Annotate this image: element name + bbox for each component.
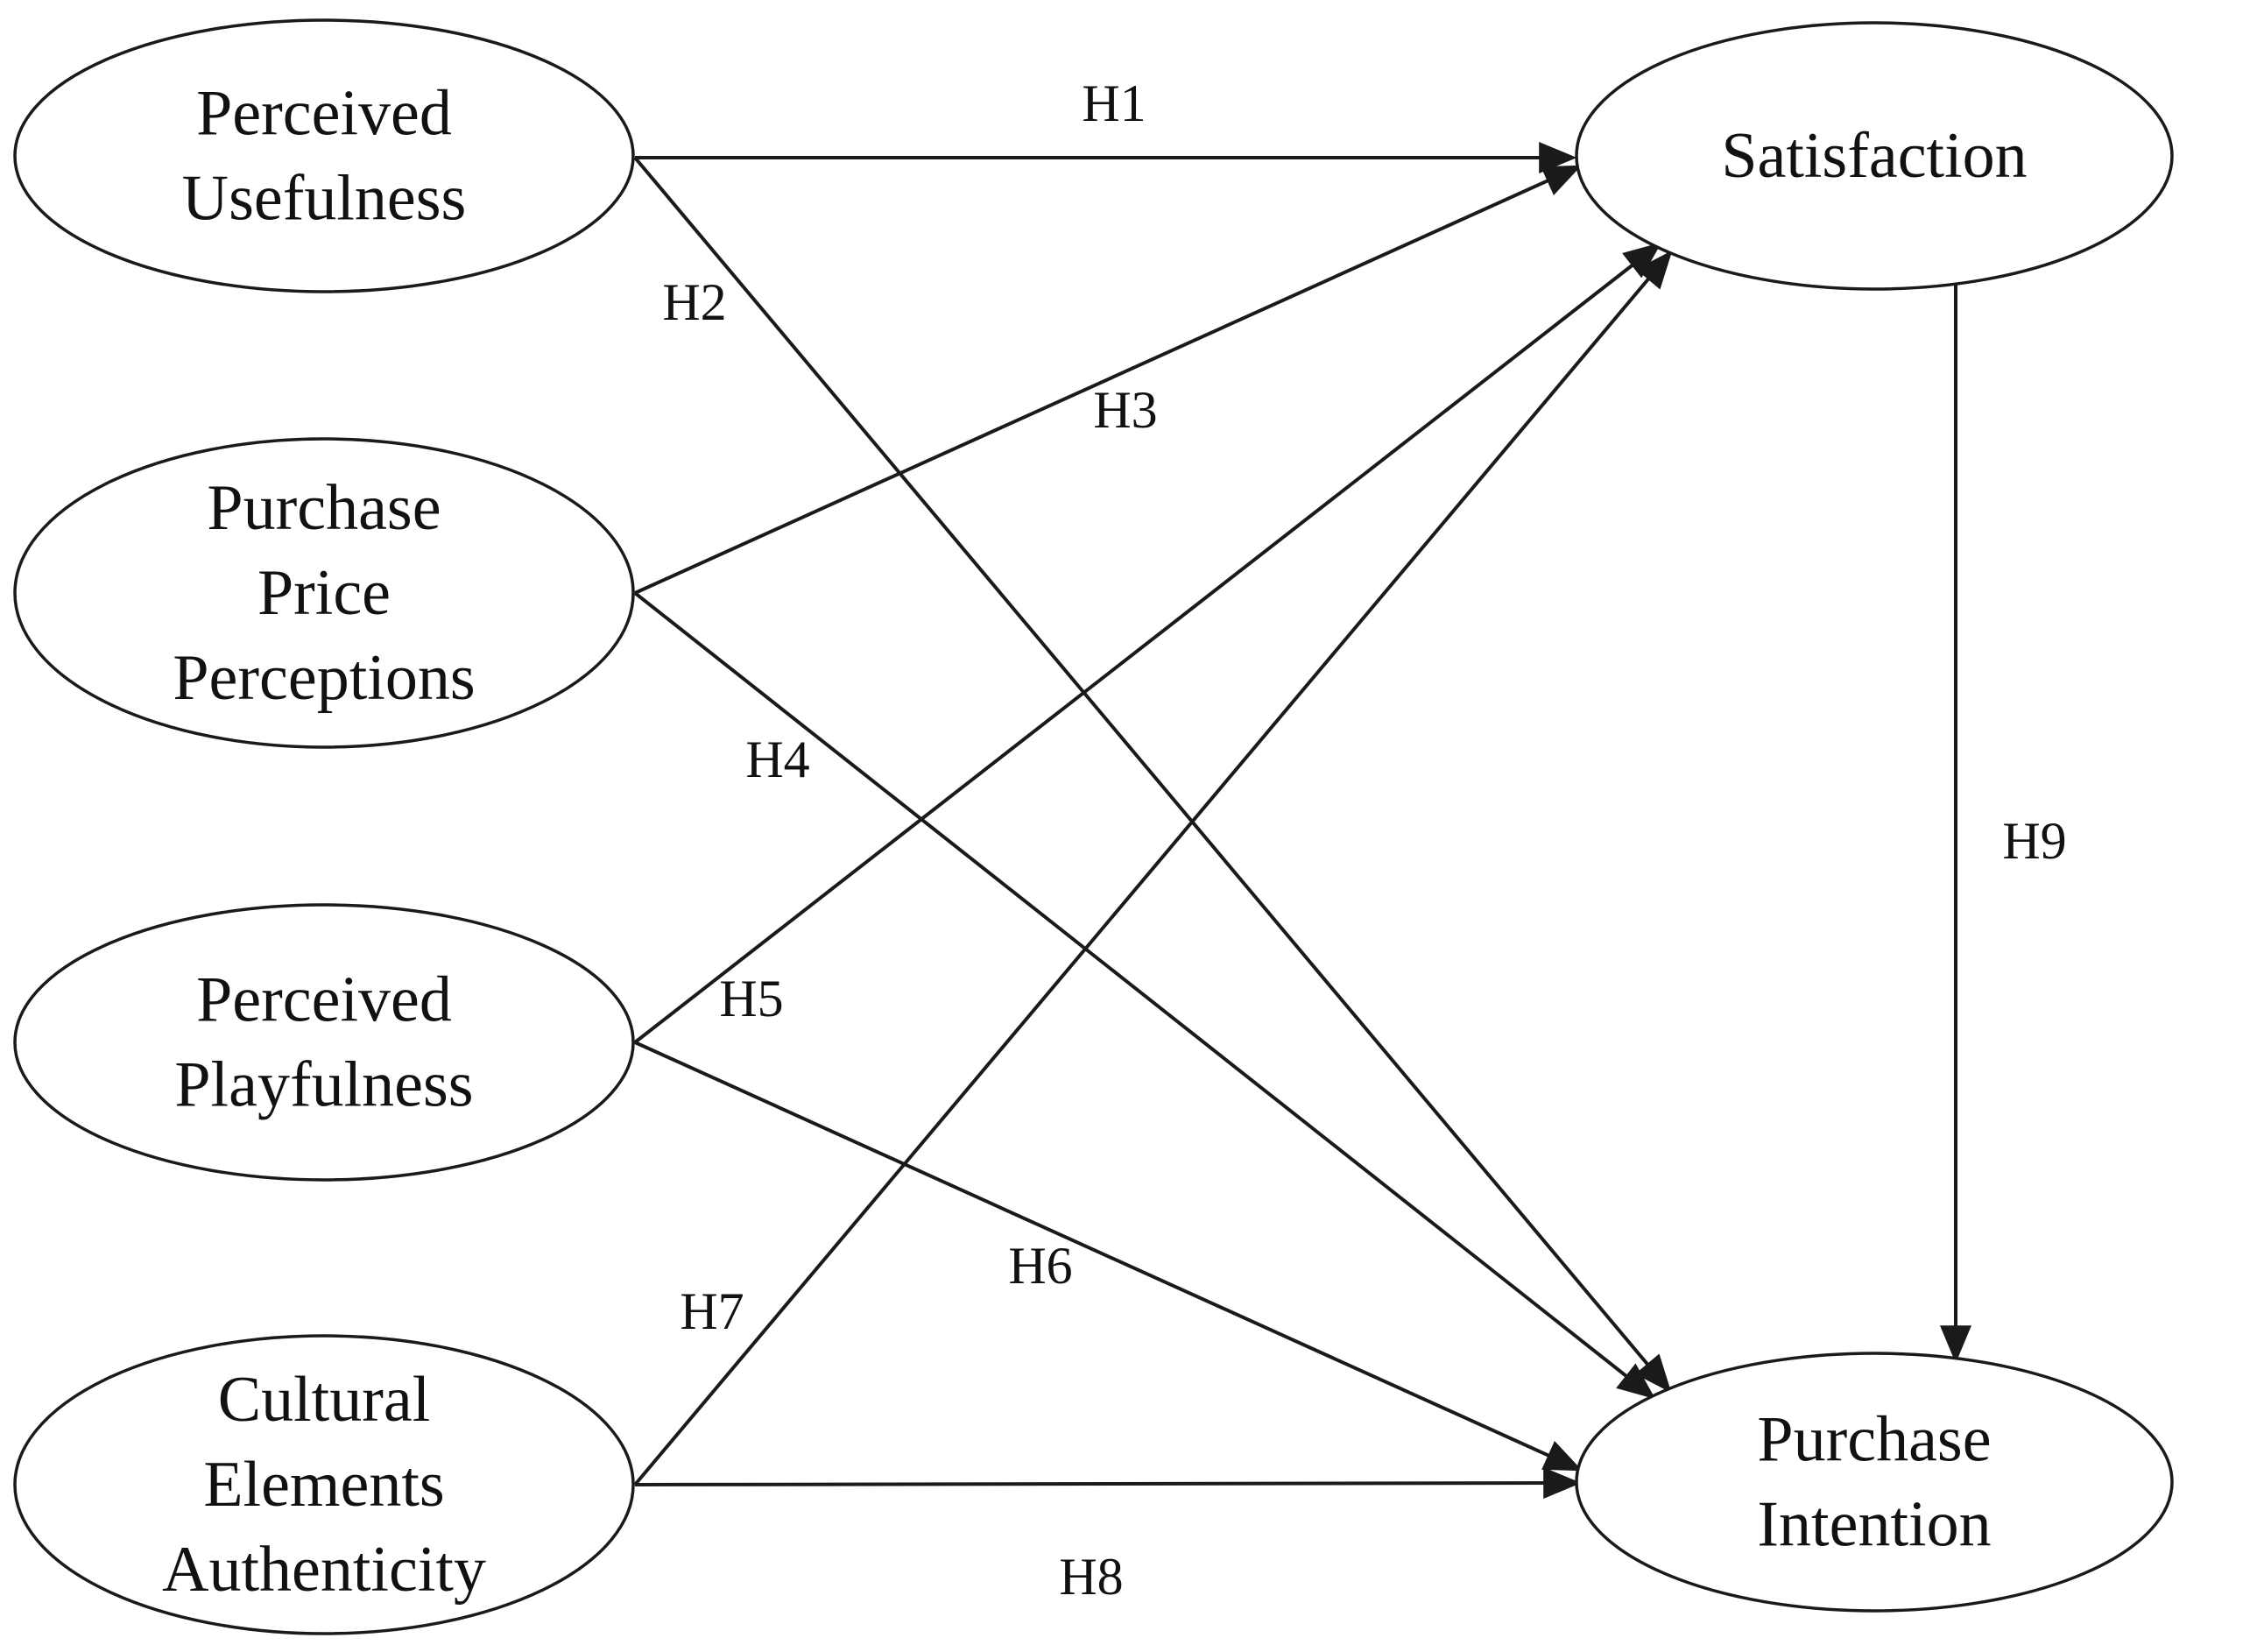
node-purchase-price-perceptions-line-3: Perceptions	[173, 642, 475, 714]
edge-h1-label: H1	[1082, 74, 1146, 132]
node-perceived-playfulness-line-1: Perceived	[196, 964, 452, 1036]
edge-h5-arrow	[633, 242, 1662, 1044]
edge-h8-label: H8	[1059, 1548, 1123, 1606]
edge-h7-arrow	[633, 250, 1673, 1486]
node-satisfaction-label: Satisfaction	[1721, 120, 2027, 192]
node-purchase-intention	[1575, 1352, 2174, 1613]
edge-h5-label: H5	[719, 970, 783, 1027]
node-cultural-elements-authenticity	[13, 1334, 635, 1635]
edge-h7-label: H7	[680, 1282, 744, 1340]
edge-h3-arrow	[634, 165, 1582, 595]
edge-h9-label: H9	[2002, 812, 2066, 870]
edge-h2-label: H2	[662, 273, 726, 331]
edge-h4-arrow	[633, 591, 1656, 1400]
edge-h4-label: H4	[745, 731, 809, 788]
node-cultural-elements-authenticity-line-2: Elements	[203, 1449, 444, 1521]
edge-h8-arrow	[634, 1467, 1582, 1500]
node-perceived-usefulness-line-1: Perceived	[196, 78, 452, 150]
node-purchase-intention-line-2: Intention	[1757, 1489, 1991, 1561]
node-cultural-elements-authenticity-line-3: Authenticity	[162, 1534, 486, 1606]
node-satisfaction-line-1: Satisfaction	[1721, 120, 2027, 192]
edge-h3-label: H3	[1093, 381, 1157, 439]
node-satisfaction	[1575, 21, 2174, 291]
node-perceived-playfulness-line-2: Playfulness	[174, 1049, 473, 1121]
node-purchase-price-perceptions-line-1: Purchase	[207, 472, 441, 544]
edge-h2-arrow	[633, 156, 1672, 1394]
node-perceived-playfulness	[13, 903, 635, 1182]
node-purchase-price-perceptions-line-2: Price	[257, 557, 391, 629]
node-purchase-price-perceptions	[13, 437, 635, 749]
node-cultural-elements-authenticity-line-1: Cultural	[218, 1364, 431, 1436]
node-perceived-usefulness	[13, 18, 635, 293]
edge-h6-label: H6	[1008, 1237, 1072, 1295]
node-perceived-usefulness-line-2: Usefulness	[182, 163, 467, 235]
edge-h6-arrow	[634, 1041, 1583, 1472]
node-purchase-intention-line-1: Purchase	[1757, 1404, 1991, 1476]
